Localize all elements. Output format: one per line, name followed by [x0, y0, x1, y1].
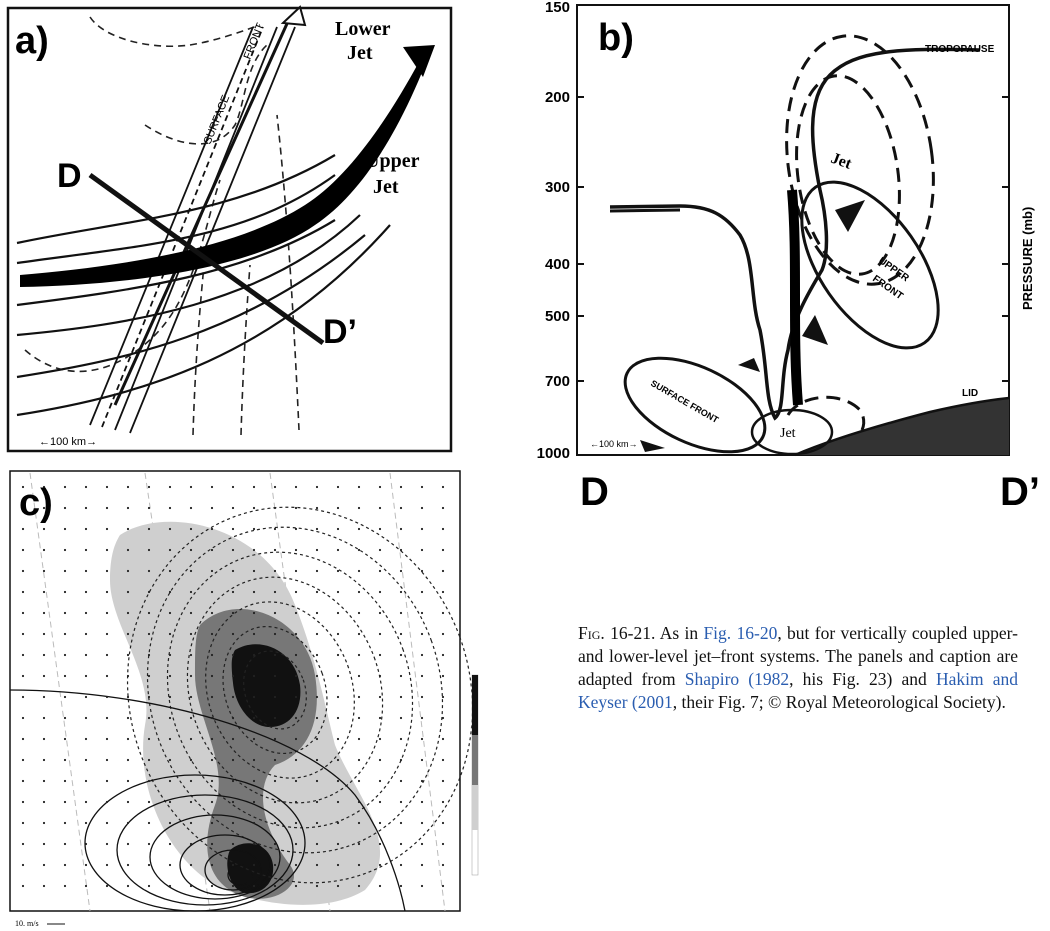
- caption-fig-label: Fig.: [578, 623, 605, 643]
- panel-a-label: a): [15, 20, 49, 62]
- upper-jet-arrowhead: [403, 45, 435, 77]
- tick-700: 700: [545, 373, 570, 390]
- d-label-a: D: [57, 157, 82, 195]
- caption-ref-shapiro[interactable]: Shapiro (1982: [684, 669, 790, 689]
- caption-ref-hakim[interactable]: Hakim and Keyser (2001: [578, 669, 1018, 712]
- jet-upper-label: Jet: [829, 150, 855, 173]
- upper-jet-label-1: Upper: [365, 150, 420, 172]
- tropopause-label: TROPOPAUSE: [925, 44, 995, 55]
- lower-jet-label-2: Jet: [347, 42, 373, 64]
- caption-text-2: , his Fig. 23) and: [789, 669, 936, 689]
- lower-jet-label-1: Lower: [335, 18, 391, 40]
- d-label-b: D: [580, 470, 609, 514]
- panel-b: 150 200 300 400 500 700 1000 b) TROPOPAU…: [530, 0, 1045, 515]
- pv-shading-dark-lower: [227, 843, 274, 894]
- d-prime-label-a: D’: [323, 313, 357, 351]
- caption-ref-fig[interactable]: Fig. 16-20: [703, 623, 778, 643]
- panel-c-label: c): [19, 482, 53, 524]
- pressure-ticks: 150 200 300 400 500 700 1000: [537, 0, 570, 462]
- pressure-axis-label: PRESSURE (mb): [1020, 207, 1035, 310]
- lid-label: LID: [962, 388, 978, 399]
- upper-jet-label-2: Jet: [373, 176, 399, 198]
- panel-b-tickmarks: [577, 96, 1009, 382]
- lower-solid-contours: [9, 689, 406, 912]
- shading-legend: [471, 674, 479, 876]
- tick-1000: 1000: [537, 445, 570, 462]
- caption-text-1: , but for vertically coupled upper- and …: [578, 623, 1018, 689]
- lower-jet-circle: [750, 408, 834, 456]
- upper-front-circulation: [800, 180, 940, 350]
- caption-number: 16-21. As in: [604, 623, 704, 643]
- lower-jet-arrow: [113, 5, 307, 406]
- lid-shading: [795, 398, 1009, 455]
- tick-500: 500: [545, 308, 570, 325]
- upper-jet-core: [20, 60, 425, 287]
- scale-bar-b: ←100 km→: [590, 439, 638, 449]
- panel-a-frame: [6, 6, 453, 453]
- surface-front-circulation: [623, 356, 767, 454]
- caption-text-3: , their Fig. 7; © Royal Meteorological S…: [672, 692, 1006, 712]
- panel-b-label: b): [598, 17, 634, 59]
- jet-lower-label: Jet: [780, 426, 796, 441]
- cross-section-line-dd: [88, 172, 325, 346]
- figure-caption: Fig. 16-21. As in Fig. 16-20, but for ve…: [578, 622, 1018, 714]
- panel-c: c) 10. m/s: [5, 465, 525, 931]
- tick-150: 150: [545, 0, 570, 16]
- tick-200: 200: [545, 89, 570, 106]
- vector-scale-label: 10. m/s: [15, 919, 39, 928]
- scale-bar-a: ←100 km→: [39, 436, 97, 448]
- vertical-motion-core: [787, 189, 803, 406]
- wind-vector-grid: [21, 485, 445, 888]
- tick-300: 300: [545, 179, 570, 196]
- d-prime-label-b: D’: [1000, 470, 1040, 514]
- panel-a-streamlines: [16, 154, 391, 417]
- panel-a: a) Lower Jet Upper Jet SURFACE FRONT D D…: [5, 5, 455, 455]
- tick-400: 400: [545, 256, 570, 273]
- panel-a-dashed-contours: [24, 16, 300, 436]
